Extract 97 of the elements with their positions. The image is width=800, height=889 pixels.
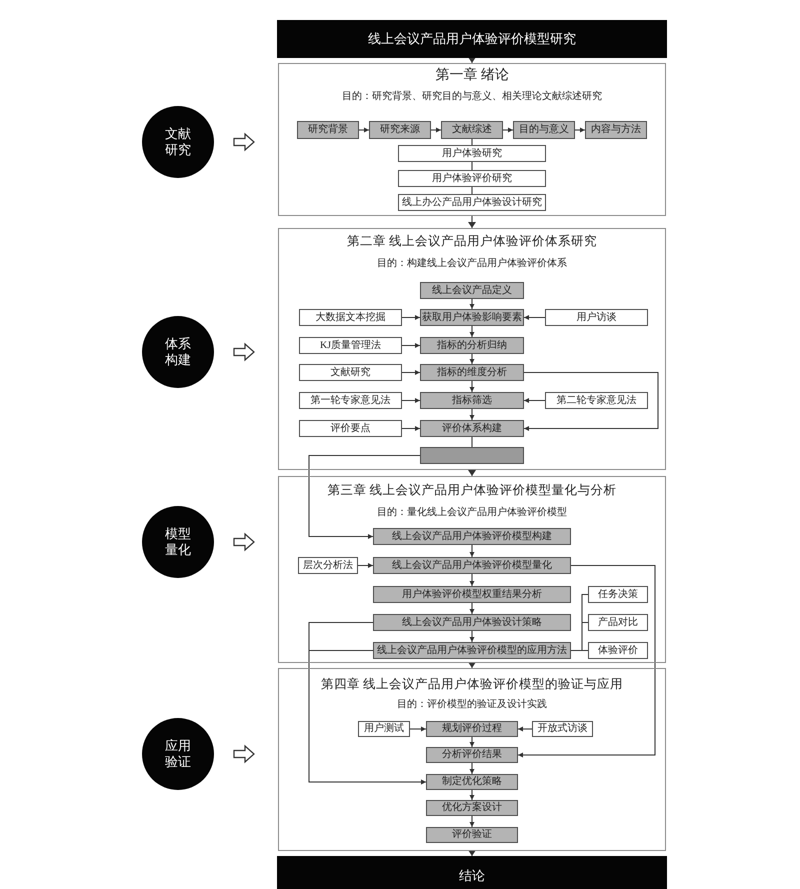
process-box: 线上会议产品用户体验评价模型的应用方法 bbox=[373, 642, 571, 659]
process-box: 线上会议产品定义 bbox=[420, 282, 524, 299]
method-box: 文献研究 bbox=[299, 364, 402, 381]
arrow bbox=[468, 57, 476, 64]
stage-circle: 模型量化 bbox=[142, 506, 214, 578]
method-box: 产品对比 bbox=[588, 614, 648, 631]
method-box: 线上办公产品用户体验设计研究 bbox=[398, 194, 546, 211]
method-box: KJ质量管理法 bbox=[299, 337, 402, 354]
process-box: 制定优化策略 bbox=[426, 774, 518, 790]
arrow bbox=[402, 315, 420, 320]
arrow bbox=[470, 408, 474, 420]
arrow bbox=[470, 816, 474, 828]
process-box: 用户体验评价模型权重结果分析 bbox=[373, 586, 571, 603]
process-box: 研究来源 bbox=[369, 121, 431, 139]
arrow bbox=[470, 380, 474, 392]
process-box: 指标的分析归纳 bbox=[420, 337, 524, 354]
arrow bbox=[524, 398, 546, 403]
title-banner: 线上会议产品用户体验评价模型研究 bbox=[277, 20, 667, 58]
arrow bbox=[468, 216, 476, 228]
arrow bbox=[468, 470, 476, 476]
chapter-panel bbox=[278, 476, 666, 663]
chapter-title: 第二章 线上会议产品用户体验评价体系研究 bbox=[346, 234, 598, 249]
process-box: 评价体系构建 bbox=[420, 420, 524, 437]
arrow bbox=[308, 650, 426, 784]
process-box: 文献综述 bbox=[441, 121, 503, 139]
chapter-purpose: 目的：研究背景、研究目的与意义、相关理论文献综述研究 bbox=[342, 91, 602, 103]
arrow bbox=[524, 315, 546, 320]
hollow-arrow bbox=[233, 342, 255, 362]
arrow bbox=[402, 370, 420, 375]
hollow-arrow bbox=[233, 532, 255, 552]
process-box: 线上会议产品用户体验评价模型构建 bbox=[373, 528, 571, 545]
process-box: 线上会议产品用户体验评价模型量化 bbox=[373, 557, 571, 574]
method-box: 评价要点 bbox=[299, 420, 402, 437]
chapter-panel bbox=[278, 668, 666, 851]
method-box: 用户体验研究 bbox=[398, 145, 546, 162]
stage-circle: 文献研究 bbox=[142, 106, 214, 178]
chapter-purpose: 目的：评价模型的验证及设计实践 bbox=[397, 699, 547, 711]
arrow bbox=[358, 563, 374, 568]
method-box: 用户测试 bbox=[358, 721, 410, 737]
arrow bbox=[470, 326, 474, 338]
arrow bbox=[470, 630, 474, 642]
chapter-purpose: 目的：构建线上会议产品用户体验评价体系 bbox=[377, 258, 567, 270]
arrow bbox=[574, 128, 586, 132]
arrow bbox=[502, 128, 514, 132]
method-box: 用户访谈 bbox=[545, 309, 648, 326]
arrow bbox=[470, 354, 474, 364]
arrow bbox=[470, 762, 474, 774]
arrow bbox=[402, 398, 420, 403]
method-box: 第二轮专家意见法 bbox=[545, 392, 648, 409]
chapter-purpose: 目的：量化线上会议产品用户体验评价模型 bbox=[377, 507, 567, 519]
stage-circle: 应用验证 bbox=[142, 718, 214, 790]
arrow bbox=[470, 602, 474, 614]
process-box: 指标的维度分析 bbox=[420, 364, 524, 381]
method-box: 用户体验评价研究 bbox=[398, 170, 546, 187]
process-box: 线上会议产品用户体验设计策略 bbox=[373, 614, 571, 631]
process-box: 评价验证 bbox=[426, 827, 518, 843]
process-box: 目的与意义 bbox=[513, 121, 575, 139]
hollow-arrow bbox=[233, 132, 255, 152]
chapter-title: 第一章 绪论 bbox=[435, 68, 509, 85]
arrow bbox=[358, 128, 370, 132]
conclusion-banner: 结论 bbox=[277, 856, 667, 889]
arrow bbox=[410, 726, 426, 732]
arrow bbox=[470, 790, 474, 800]
arrow bbox=[470, 736, 474, 748]
chapter-title: 第四章 线上会议产品用户体验评价模型的验证与应用 bbox=[320, 677, 624, 692]
stage-circle: 体系构建 bbox=[142, 316, 214, 388]
arrow bbox=[524, 372, 658, 431]
connector-line bbox=[570, 650, 588, 651]
arrow bbox=[470, 574, 474, 586]
method-box: 第一轮专家意见法 bbox=[299, 392, 402, 409]
arrow bbox=[402, 426, 420, 431]
arrow bbox=[308, 455, 420, 539]
method-box: 层次分析法 bbox=[298, 557, 358, 574]
process-box: 内容与方法 bbox=[585, 121, 647, 139]
method-box: 任务决策 bbox=[588, 586, 648, 603]
arrow bbox=[470, 298, 474, 310]
arrow bbox=[518, 726, 532, 732]
process-box: 分析评价结果 bbox=[426, 747, 518, 763]
process-box: 获取用户体验影响要素 bbox=[420, 309, 524, 326]
process-box: 研究背景 bbox=[297, 121, 359, 139]
arrow bbox=[518, 565, 656, 758]
chapter-title: 第三章 线上会议产品用户体验评价模型量化与分析 bbox=[327, 483, 617, 498]
hollow-arrow bbox=[233, 744, 255, 764]
process-box: 规划评价过程 bbox=[426, 721, 518, 737]
arrow bbox=[468, 662, 476, 668]
chapter-panel bbox=[278, 228, 666, 470]
method-box: 大数据文本挖掘 bbox=[299, 309, 402, 326]
method-box: 开放式访谈 bbox=[532, 721, 593, 737]
arrow bbox=[430, 128, 442, 132]
method-box: 体验评价 bbox=[588, 642, 648, 659]
process-box: 指标筛选 bbox=[420, 392, 524, 409]
empty-process-box bbox=[420, 447, 524, 464]
arrow bbox=[468, 850, 476, 856]
arrow bbox=[402, 343, 420, 348]
arrow bbox=[470, 544, 474, 558]
process-box: 优化方案设计 bbox=[426, 800, 518, 816]
chapter-panel bbox=[278, 63, 666, 216]
